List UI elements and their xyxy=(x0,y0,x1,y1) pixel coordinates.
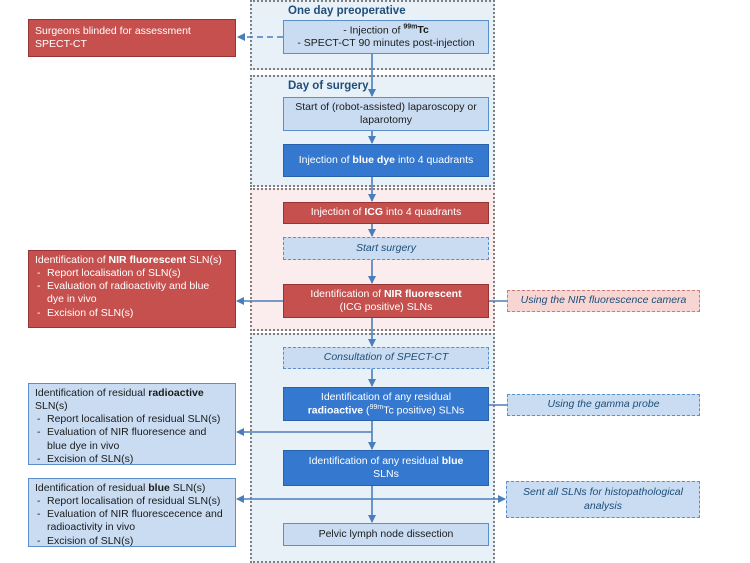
sent-slns-text: Sent all SLNs for histopathological anal… xyxy=(523,486,683,512)
nir-id-line1: Identification of NIR fluorescent xyxy=(310,288,461,301)
side-radio-heading: Identification of residual radioactive S… xyxy=(35,387,229,413)
nir-identification-box: Identification of NIR fluorescent (ICG p… xyxy=(283,284,489,318)
radio-id-bold: radioactive xyxy=(307,404,364,417)
radio-id-paren-post: Tc positive) SLNs xyxy=(383,404,465,417)
injection-tc-prefix: - Injection of xyxy=(343,24,404,37)
list-item: Evaluation of NIR fluorescecence and rad… xyxy=(35,508,229,534)
pelvic-dissection-box: Pelvic lymph node dissection xyxy=(283,523,489,546)
start-surgery-text: Start surgery xyxy=(355,241,417,254)
nir-camera-text: Using the NIR fluorescence camera xyxy=(520,294,687,307)
list-item: Report localisation of residual SLN(s) xyxy=(35,495,229,508)
side-nir-list: Report localisation of SLN(s) Evaluation… xyxy=(35,267,229,320)
blue-identification-box: Identification of any residual blue SLNs xyxy=(283,450,489,486)
surgeons-blinded-text: Surgeons blinded for assessment SPECT-CT xyxy=(35,24,191,50)
blue-dye-text: Injection of blue dye into 4 quadrants xyxy=(299,154,474,167)
blue-dye-post: into 4 quadrants xyxy=(395,153,474,166)
start-laparoscopy-box: Start of (robot-assisted) laparoscopy or… xyxy=(283,97,489,131)
side-blue-head-post: SLN(s) xyxy=(169,482,206,494)
side-nir-fluorescent-box: Identification of NIR fluorescent SLN(s)… xyxy=(28,250,236,328)
side-blue-head-bold: blue xyxy=(148,482,170,494)
side-blue-list: Report localisation of residual SLN(s) E… xyxy=(35,495,229,548)
blue-id-line1: Identification of any residual blue xyxy=(309,455,464,468)
side-nir-head-bold: NIR fluorescent xyxy=(108,254,187,266)
consult-spect-text: Consultation of SPECT-CT xyxy=(323,351,449,364)
side-radio-head-post: SLN(s) xyxy=(35,400,68,413)
gamma-probe-box: Using the gamma probe xyxy=(507,394,700,416)
side-nir-head-post: SLN(s) xyxy=(186,254,222,266)
icg-pre: Injection of xyxy=(310,206,365,219)
injection-tc-line: - Injection of 99mTc xyxy=(343,24,429,38)
injection-tc-box: - Injection of 99mTc - SPECT-CT 90 minut… xyxy=(283,20,489,54)
nir-id-bold: NIR fluorescent xyxy=(383,287,462,300)
radio-id-line2: radioactive (99mTc positive) SLNs xyxy=(308,404,465,418)
nir-camera-box: Using the NIR fluorescence camera xyxy=(507,290,700,312)
icg-post: into 4 quadrants xyxy=(383,206,462,219)
start-surgery-box: Start surgery xyxy=(283,237,489,260)
side-radio-list: Report localisation of residual SLN(s) E… xyxy=(35,413,229,466)
radio-id-line1: Identification of any residual xyxy=(320,390,452,403)
list-item: Report localisation of residual SLN(s) xyxy=(35,413,229,426)
sent-slns-box: Sent all SLNs for histopathological anal… xyxy=(506,481,700,518)
side-blue-box: Identification of residual blue SLN(s) R… xyxy=(28,478,236,548)
start-laparoscopy-text: Start of (robot-assisted) laparoscopy or… xyxy=(295,100,477,126)
radio-id-paren-pre: ( xyxy=(363,404,370,417)
consult-spect-box: Consultation of SPECT-CT xyxy=(283,347,489,369)
spect-timing-line: - SPECT-CT 90 minutes post-injection xyxy=(297,37,475,50)
injection-tc-isotope: Tc xyxy=(417,24,429,37)
blue-dye-pre: Injection of xyxy=(298,153,353,166)
list-item: Excision of SLN(s) xyxy=(35,453,229,466)
nir-id-pre: Identification of xyxy=(310,287,384,300)
blue-dye-bold: blue dye xyxy=(352,153,396,166)
gamma-probe-text: Using the gamma probe xyxy=(547,398,660,411)
icg-text: Injection of ICG into 4 quadrants xyxy=(311,206,462,219)
icg-bold: ICG xyxy=(364,206,384,219)
phase-title-surgery: Day of surgery xyxy=(288,80,369,92)
blue-id-bold: blue xyxy=(441,454,464,467)
side-blue-heading: Identification of residual blue SLN(s) xyxy=(35,482,229,495)
surgeons-blinded-box: Surgeons blinded for assessment SPECT-CT xyxy=(28,19,236,57)
injection-tc-sup: 99m xyxy=(403,23,418,31)
list-item: Evaluation of radioactivity and blue dye… xyxy=(35,280,229,306)
radioactive-identification-box: Identification of any residual radioacti… xyxy=(283,387,489,421)
side-blue-head-pre: Identification of residual xyxy=(35,482,149,494)
blue-id-line2: SLNs xyxy=(373,468,399,480)
list-item: Evaluation of NIR fluoresence and blue d… xyxy=(35,426,229,452)
radio-id-sup: 99m xyxy=(369,403,384,411)
list-item: Report localisation of SLN(s) xyxy=(35,267,229,280)
nir-id-line2: (ICG positive) SLNs xyxy=(339,301,433,313)
blue-dye-injection-box: Injection of blue dye into 4 quadrants xyxy=(283,144,489,177)
side-nir-heading: Identification of NIR fluorescent SLN(s) xyxy=(35,254,229,267)
blue-id-pre: Identification of any residual xyxy=(308,454,442,467)
side-radioactive-box: Identification of residual radioactive S… xyxy=(28,383,236,466)
pelvic-dissection-text: Pelvic lymph node dissection xyxy=(318,527,454,540)
list-item: Excision of SLN(s) xyxy=(35,535,229,548)
list-item: Excision of SLN(s) xyxy=(35,307,229,320)
side-radio-head-pre: Identification of residual xyxy=(35,387,149,399)
phase-title-preoperative: One day preoperative xyxy=(288,5,406,17)
side-nir-head-pre: Identification of xyxy=(35,254,109,266)
side-radio-head-bold: radioactive xyxy=(148,387,204,399)
icg-injection-box: Injection of ICG into 4 quadrants xyxy=(283,202,489,224)
